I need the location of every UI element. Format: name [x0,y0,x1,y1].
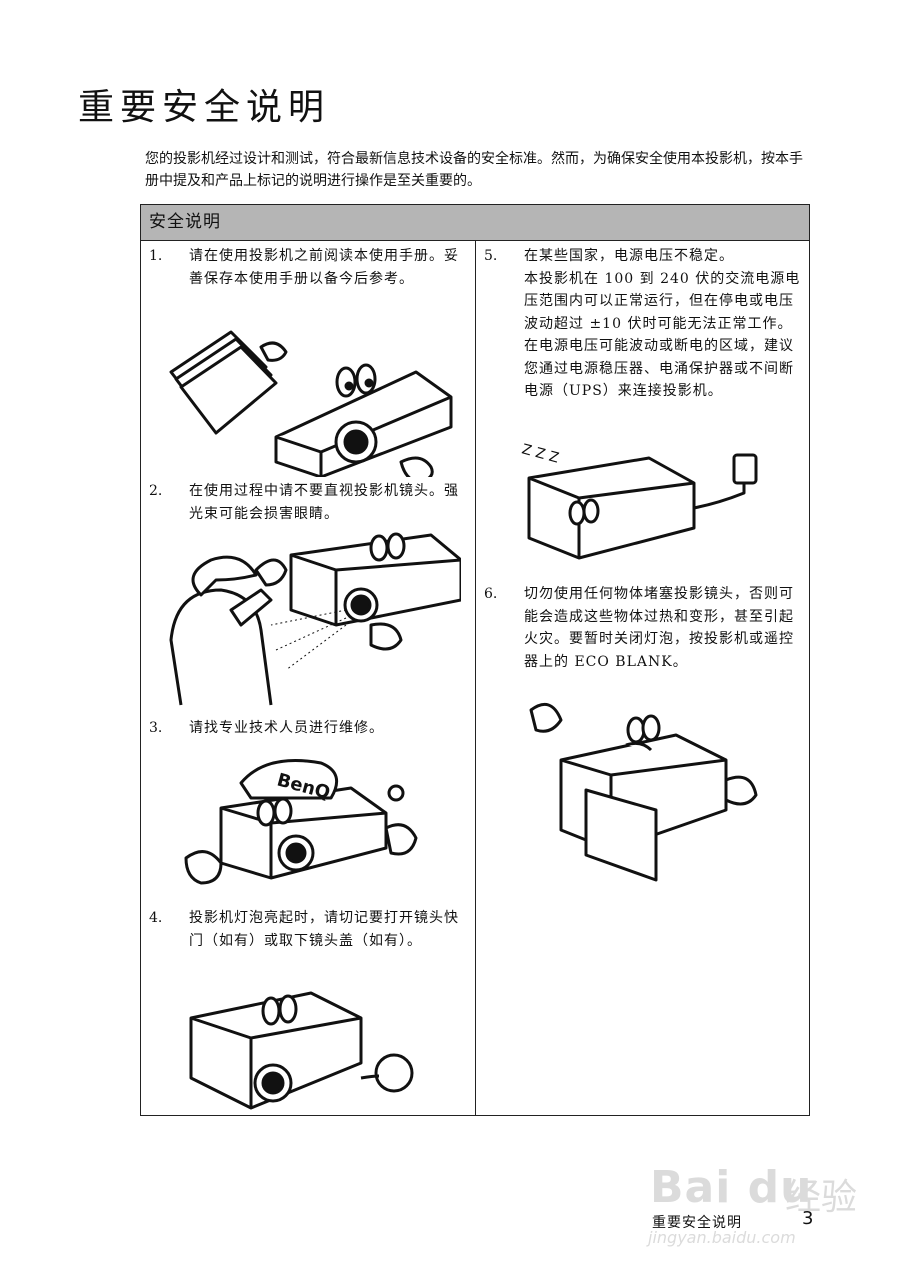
box-header: 安全说明 [141,205,809,241]
item-number: 5. [484,248,498,264]
item-text: 请在使用投影机之前阅读本使用手册。妥善保存本使用手册以备今后参考。 [189,248,459,287]
page-number: 3 [802,1208,814,1229]
power-voltage-illustration: Z Z Z [520,441,758,560]
item-text: 在使用过程中请不要直视投影机镜头。强光束可能会损害眼睛。 [189,483,459,522]
lens-cap-illustration [189,991,414,1110]
blocked-lens-illustration [529,702,758,882]
item-text: 投影机灯泡亮起时，请切记要打开镜头快门（如有）或取下镜头盖（如有）。 [189,910,459,949]
read-manual-illustration [169,330,453,477]
item-number: 4. [149,910,163,926]
item-number: 2. [149,483,163,499]
item-number: 6. [484,586,498,602]
footer-section-label: 重要安全说明 [652,1215,742,1231]
watermark-brand: Bai du [650,1162,813,1213]
column-divider [475,241,476,1116]
technician-illustration: BenQ [184,759,418,885]
item-text: 在某些国家，电源电压不稳定。 [524,248,734,264]
page-title: 重要安全说明 [78,87,331,128]
watermark-url: jingyan.baidu.com [648,1228,796,1247]
item-number: 3. [149,720,163,736]
item-text: 请找专业技术人员进行维修。 [189,720,384,736]
eye-hazard-illustration [169,532,461,706]
item-text: 切勿使用任何物体堵塞投影镜头，否则可能会造成这些物体过热和变形，甚至引起火灾。要… [524,586,794,670]
intro-paragraph: 您的投影机经过设计和测试，符合最新信息技术设备的安全标准。然而，为确保安全使用本… [145,151,803,189]
item-number: 1. [149,248,163,264]
watermark-cn: 经验 [785,1177,858,1218]
sleep-text: Z Z Z [520,441,561,466]
watermark: Bai du 经验 jingyan.baidu.com [620,1140,890,1260]
item-text: 本投影机在 100 到 240 伏的交流电源电压范围内可以正常运行，但在停电或电… [524,270,801,400]
safety-instructions-box: 安全说明 1. 请在使用投影机之前阅读本使用手册。妥善保存本使用手册以备今后参考… [140,204,810,1116]
